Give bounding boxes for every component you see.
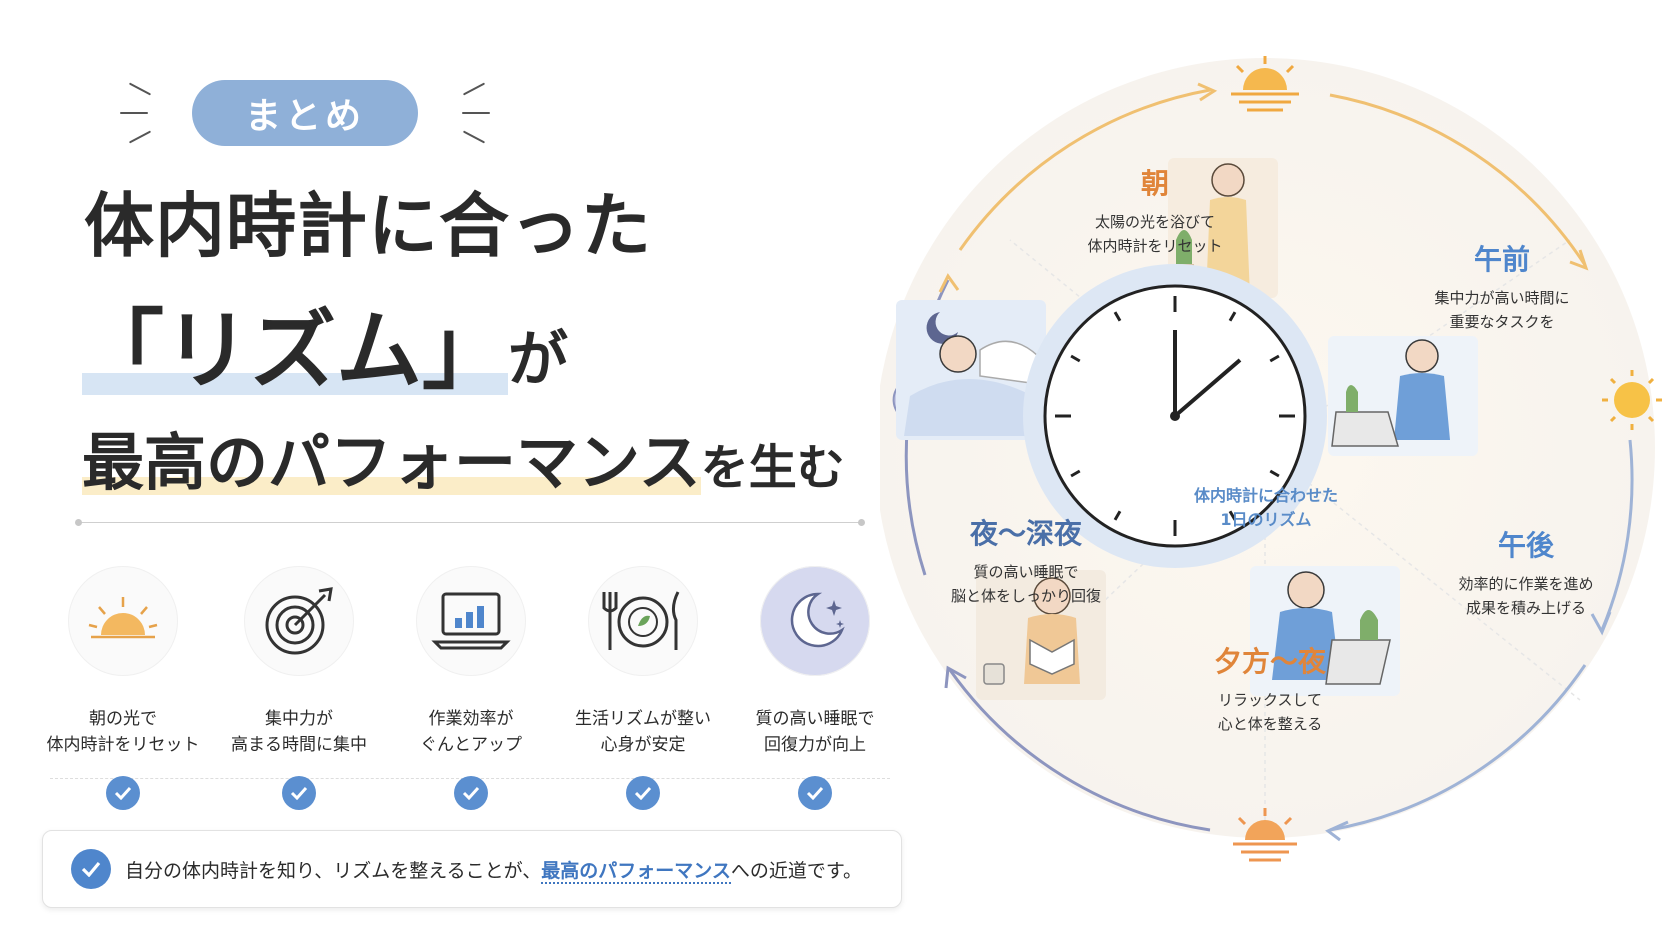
sparkle-line [462, 82, 486, 96]
benefit-sleep: 質の高い睡眠で 回復力が向上 [730, 566, 900, 810]
plate-fork-knife-icon [588, 566, 698, 676]
benefit-label: 朝の光で 体内時計をリセット [46, 709, 200, 755]
phase-title: 午後 [1497, 529, 1554, 562]
benefit-morning-light: 朝の光で 体内時計をリセット [38, 566, 208, 810]
phase-title: 夕方〜夜 [1213, 645, 1326, 678]
sparkle-line [128, 130, 152, 144]
clock-tick [1269, 354, 1280, 363]
night-sleeping-illustration [896, 300, 1046, 440]
benefit-lifestyle: 生活リズムが整い 心身が安定 [558, 566, 728, 810]
clock-tick [1070, 469, 1081, 478]
summary-callout: 自分の体内時計を知り、リズムを整えることが、最高のパフォーマンスへの近道です。 [42, 830, 902, 908]
sunset-icon [1233, 808, 1297, 862]
sparkle-line [462, 130, 486, 144]
phase-description: 効率的に作業を進め 成果を積み上げる [1458, 575, 1594, 617]
moon-stars-icon [760, 566, 870, 676]
benefit-focus: 集中力が 高まる時間に集中 [214, 566, 384, 810]
headline-highlight-performance: 最高のパフォーマンス [82, 426, 701, 499]
sunrise-icon [1231, 56, 1299, 112]
headline-highlight-rhythm: 「リズム」 [78, 301, 508, 401]
phase-title: 夜〜深夜 [969, 517, 1082, 550]
benefit-efficiency: 作業効率が ぐんとアップ [386, 566, 556, 810]
summary-text-before: 自分の体内時計を知り、リズムを整えることが、 [125, 859, 542, 882]
summary-text-after: への近道です。 [730, 859, 863, 882]
headline-line-2: 「リズム」が [78, 280, 568, 405]
check-icon [71, 849, 111, 889]
clock-face [1023, 264, 1327, 568]
evening-woman-reading-illustration [976, 570, 1106, 700]
check-icon [626, 776, 660, 810]
sparkle-line [120, 112, 148, 114]
headline-particle: が [508, 325, 568, 395]
check-icon [798, 776, 832, 810]
headline-tail: を生む [700, 440, 845, 496]
sparkle-line [462, 112, 490, 114]
check-icon [282, 776, 316, 810]
daily-rhythm-cycle-diagram [880, 56, 1662, 862]
phase-forenoon: 午前 集中力が高い時間に 重要なタスクを [1402, 238, 1602, 334]
sun-icon [1602, 370, 1662, 430]
phase-title: 朝 [1140, 167, 1169, 200]
benefit-label: 集中力が 高まる時間に集中 [231, 709, 367, 755]
headline-line-1: 体内時計に合った [84, 185, 652, 267]
forenoon-man-laptop-illustration [1328, 336, 1478, 456]
summary-text: 自分の体内時計を知り、リズムを整えることが、最高のパフォーマンスへの近道です。 [125, 856, 863, 884]
clock-hour-hand [1173, 358, 1242, 418]
clock-caption: 体内時計に合わせた 1日のリズム [1193, 486, 1338, 529]
phase-description: 質の高い睡眠で 脳と体をしっかり回復 [950, 563, 1101, 605]
headline-line-3: 最高のパフォーマンスを生む [82, 412, 845, 502]
phase-night: 夜〜深夜 質の高い睡眠で 脳と体をしっかり回復 [916, 512, 1136, 608]
clock-tick [1269, 469, 1280, 478]
phase-morning: 朝 太陽の光を浴びて 体内時計をリセット [1060, 162, 1250, 258]
phase-description: 太陽の光を浴びて 体内時計をリセット [1087, 213, 1223, 255]
afternoon-man-laptop-illustration [1250, 566, 1400, 696]
section-divider [75, 519, 865, 526]
summary-text-emphasis: 最高のパフォーマンス [541, 859, 731, 884]
phase-title: 午前 [1473, 243, 1530, 276]
clock-tick [1113, 510, 1122, 521]
phase-description: リラックスして 心と体を整える [1217, 691, 1323, 733]
arrow-heads [938, 82, 1612, 842]
clock-tick [1228, 510, 1237, 521]
laptop-chart-icon [416, 566, 526, 676]
check-icon [106, 776, 140, 810]
clock-tick [1228, 311, 1237, 322]
phase-evening: 夕方〜夜 リラックスして 心と体を整える [1170, 640, 1370, 736]
phase-afternoon: 午後 効率的に作業を進め 成果を積み上げる [1426, 524, 1626, 620]
sunrise-icon [68, 566, 178, 676]
clock-tick [1070, 354, 1081, 363]
clock-tick [1113, 311, 1122, 322]
check-icon [454, 776, 488, 810]
sparkle-line [128, 82, 152, 96]
target-icon [244, 566, 354, 676]
clock-ticks [1055, 296, 1295, 536]
summary-badge: まとめ [192, 80, 418, 146]
phase-description: 集中力が高い時間に 重要なタスクを [1434, 289, 1570, 331]
benefit-label: 質の高い睡眠で 回復力が向上 [755, 709, 875, 755]
benefit-label: 作業効率が ぐんとアップ [420, 709, 522, 755]
benefit-label: 生活リズムが整い 心身が安定 [575, 709, 711, 755]
